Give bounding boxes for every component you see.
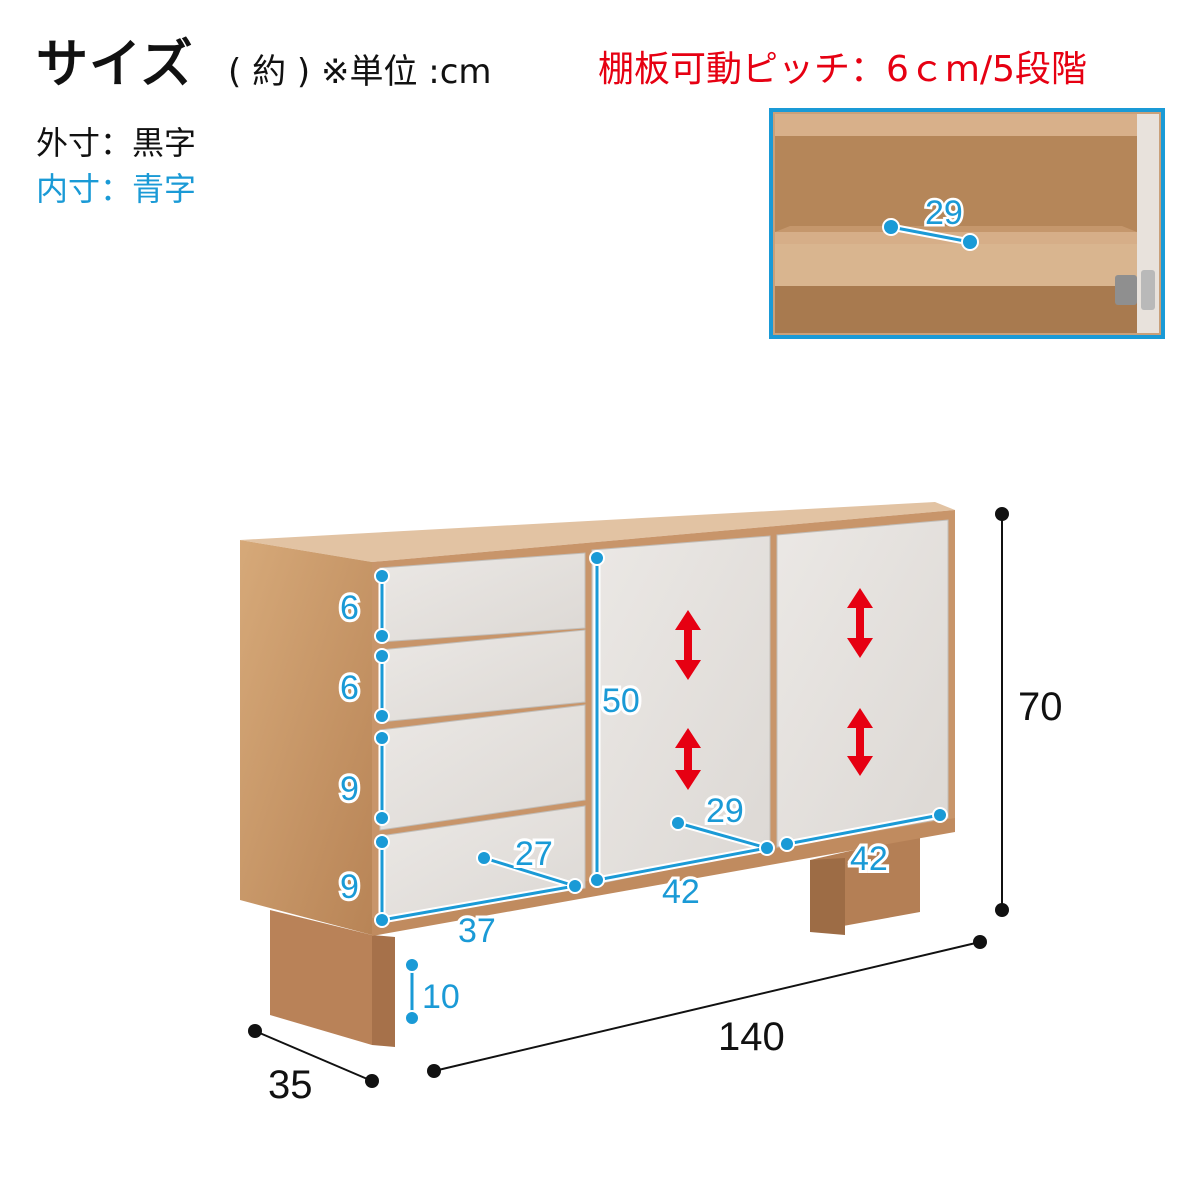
cabinet1-width-label: 42 — [662, 873, 700, 911]
drawer4-height-label: 9 — [340, 868, 359, 906]
page-title: サイズ — [36, 35, 194, 95]
outer-depth-label: 35 — [268, 1063, 313, 1107]
drawer-depth-label: 27 — [515, 835, 553, 873]
drawer-width-label: 37 — [458, 912, 496, 950]
shelf-inset: 29 — [769, 108, 1165, 339]
outer-dimension-legend: 外寸：黒字 — [36, 124, 197, 162]
drawer1-height-label: 6 — [340, 589, 359, 627]
double-arrow-vertical-icon — [675, 588, 873, 790]
leg-clearance-label: 10 — [422, 978, 460, 1016]
drawer3-height-label: 9 — [340, 770, 359, 808]
inner-dimension-lines — [374, 550, 948, 1026]
cabinet-height-label: 50 — [602, 682, 640, 720]
inner-dimension-legend: 内寸：青字 — [36, 170, 197, 208]
cabinet2-width-label: 42 — [850, 840, 888, 878]
inset-shelf-depth-label: 29 — [925, 194, 963, 232]
unit-note: ( 約 ) ※単位 :cm — [228, 52, 492, 92]
cabinet-depth-label: 29 — [706, 792, 744, 830]
outer-dimension-lines — [248, 507, 1009, 1088]
outer-width-label: 140 — [718, 1015, 785, 1059]
drawer2-height-label: 6 — [340, 669, 359, 707]
outer-height-label: 70 — [1018, 685, 1063, 729]
shelf-pitch-note: 棚板可動ピッチ：6ｃm/5段階 — [598, 49, 1088, 90]
sideboard — [240, 502, 955, 1047]
